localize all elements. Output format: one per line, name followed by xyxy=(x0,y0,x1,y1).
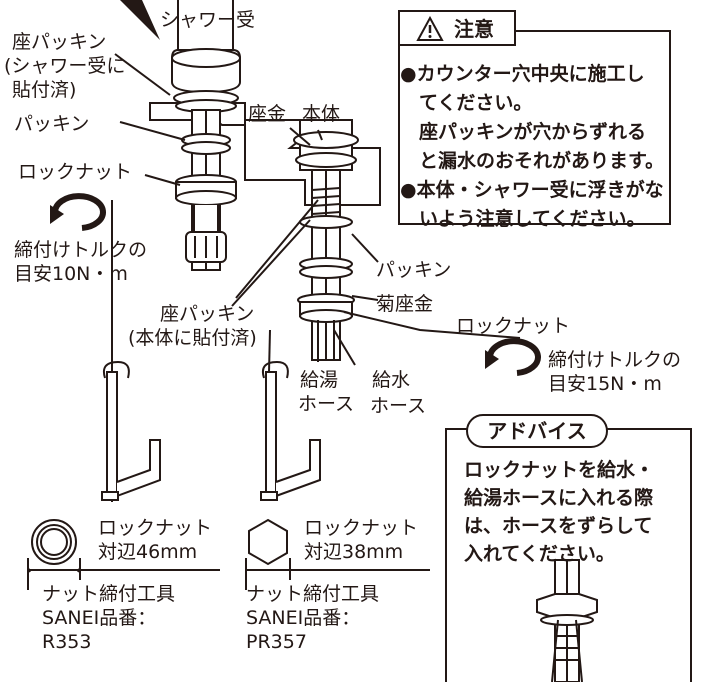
rotation-arrow-icon-left xyxy=(50,193,106,231)
insertion-arrow xyxy=(120,0,160,40)
caution-box xyxy=(398,30,671,225)
caution-line: ●カウンター穴中央に施工し xyxy=(400,63,645,85)
label-torque-right-b: 目安15N・m xyxy=(548,373,662,395)
tool1-part-label: SANEI品番： xyxy=(42,607,157,629)
label-seat-packing-2-note: (本体に貼付済) xyxy=(128,327,257,349)
label-body: 本体 xyxy=(302,103,341,125)
label-torque-left-a: 締付けトルクの xyxy=(14,239,148,261)
label-hot-hose-a: 給湯 xyxy=(300,369,339,391)
label-torque-right-a: 締付けトルクの xyxy=(548,349,682,371)
wrench-tool-left xyxy=(101,360,161,501)
tool1-part-no: R353 xyxy=(42,631,92,653)
tool1-nut-label: ロックナット xyxy=(98,517,213,539)
label-packing-right: パッキン xyxy=(376,259,452,281)
caution-header: 注意 xyxy=(398,10,516,46)
rotation-arrow-icon-right xyxy=(485,338,541,376)
warning-triangle-icon xyxy=(416,16,444,41)
advice-line: は、ホースをずらして xyxy=(464,515,653,537)
caution-title: 注意 xyxy=(454,17,494,41)
tool2-name: ナット締付工具 xyxy=(246,583,380,605)
label-torque-left-b: 目安10N・m xyxy=(14,263,128,285)
caution-line: ●本体・シャワー受に浮きがな xyxy=(400,179,664,201)
tool2-part-no: PR357 xyxy=(246,631,307,653)
label-hot-hose-b: ホース xyxy=(298,393,355,415)
label-star-washer: 菊座金 xyxy=(376,293,434,315)
caution-line: てください。 xyxy=(400,92,533,114)
caution-line: いよう注意してください。 xyxy=(400,208,646,230)
tool2-nut-label: ロックナット xyxy=(304,517,419,539)
label-washer: 座金 xyxy=(248,103,287,125)
nut-round-46mm xyxy=(31,519,77,565)
advice-title: アドバイス xyxy=(466,414,608,448)
tool2-part-label: SANEI品番： xyxy=(246,607,361,629)
tool1-size: 対辺46mm xyxy=(98,541,198,563)
label-seat-packing-1-note-b: 貼付済) xyxy=(12,79,77,101)
wrench-tool-right xyxy=(260,360,321,501)
label-seat-packing-1-note-a: (シャワー受に xyxy=(4,55,126,77)
label-lock-nut-left: ロックナット xyxy=(18,161,133,183)
nut-hex-38mm xyxy=(248,518,288,566)
label-seat-packing-2: 座パッキン xyxy=(160,303,255,325)
advice-line: 給湯ホースに入れる際 xyxy=(464,487,654,509)
faucet-body-assembly xyxy=(293,119,359,361)
shower-receiver-assembly xyxy=(171,0,241,271)
label-cold-hose-a: 給水 xyxy=(372,369,411,391)
tool1-name: ナット締付工具 xyxy=(42,583,176,605)
advice-text: ロックナットを給水・ 給湯ホースに入れる際 は、ホースをずらして 入れてください… xyxy=(464,456,654,568)
caution-line: と漏水のおそれがあります。 xyxy=(400,150,665,172)
label-seat-packing-1: 座パッキン xyxy=(12,31,107,53)
advice-line: 入れてください。 xyxy=(464,543,615,565)
advice-illustration xyxy=(536,559,598,682)
caution-line: 座パッキンが穴からずれる xyxy=(400,121,647,143)
tool2-size: 対辺38mm xyxy=(304,541,404,563)
label-lock-nut-right: ロックナット xyxy=(456,315,571,337)
advice-line: ロックナットを給水・ xyxy=(464,459,655,481)
label-shower-receiver: シャワー受 xyxy=(160,9,256,31)
label-packing-left: パッキン xyxy=(14,113,90,135)
label-cold-hose-b: ホース xyxy=(370,395,427,417)
caution-text: ●カウンター穴中央に施工し てください。 座パッキンが穴からずれる と漏水のおそ… xyxy=(400,60,664,234)
